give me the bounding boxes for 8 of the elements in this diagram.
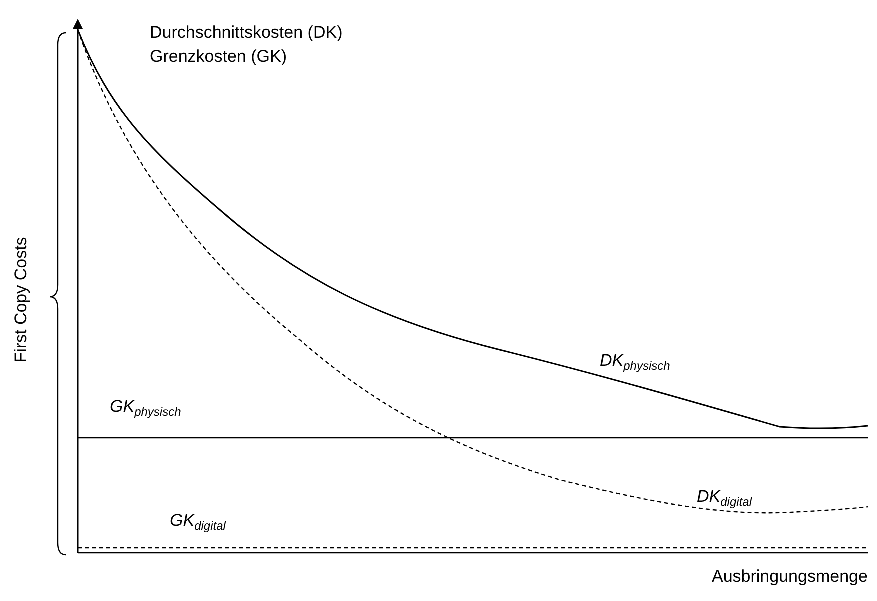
curve-label: GK$_{physisch}$ <box>110 398 182 420</box>
curve-label: DK$_{physisch}$ <box>600 352 670 374</box>
curve-label: DK$_{digital}$ <box>697 488 752 510</box>
legend-text: Grenzkosten (GK) <box>150 48 287 67</box>
y-axis-label: First Copy Costs <box>12 237 32 363</box>
curve-label: GK$_{digital}$ <box>170 512 226 534</box>
x-axis-label: Ausbringungsmenge <box>712 568 868 587</box>
legend-text: Durchschnittskosten (DK) <box>150 24 343 43</box>
